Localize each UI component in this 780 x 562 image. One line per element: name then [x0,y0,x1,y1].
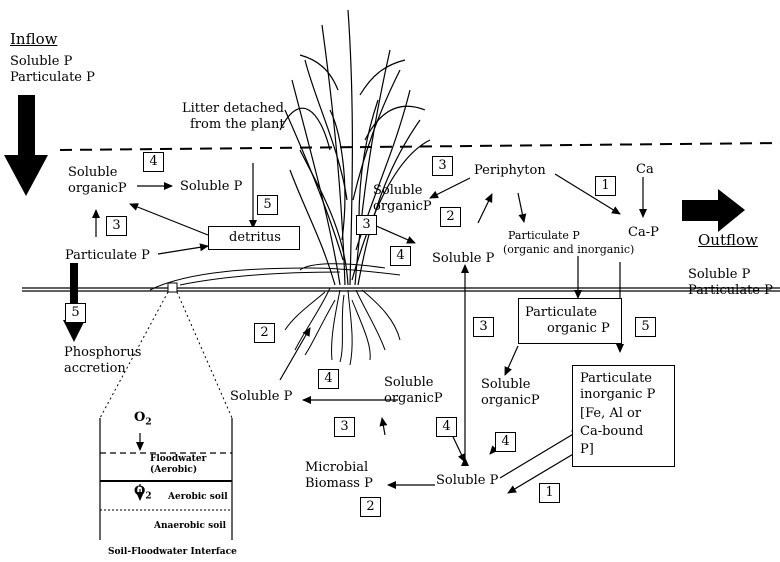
process-number-box: 1 [595,176,616,196]
process-number-box: 5 [635,317,656,337]
particulate-inorganic-line5: P] [580,442,594,457]
soluble-organic-soil-line2: organicP [384,391,443,406]
soluble-p-soil-label: Soluble P [230,389,293,404]
inset-o2-top: O2 [134,410,152,428]
soluble-p-water-label: Soluble P [432,251,495,266]
inset-floodwater-line2: (Aerobic) [150,465,198,475]
soil-floodwater-inset [99,418,233,540]
process-number-box: 3 [334,417,355,437]
process-number-box: 1 [539,483,560,503]
soluble-organic-right-line2: organicP [481,393,540,408]
process-number-box: 2 [440,207,461,227]
soluble-organic-soil-line1: Soluble [384,375,434,390]
particulate-p-label: Particulate P [65,248,150,263]
process-number-box: 5 [65,303,86,323]
accretion-arrow [63,263,85,342]
process-number-box: 4 [495,432,516,452]
inflow-heading: Inflow [10,30,58,48]
process-number-box: 2 [254,323,275,343]
litter-label-line2: from the plant [190,117,285,132]
outflow-item-soluble: Soluble P [688,267,751,282]
soluble-organic-label-line2: organicP [68,181,127,196]
inset-aerobic-soil: Aerobic soil [168,492,228,502]
litter-label-line1: Litter detached [182,101,284,116]
process-number-box: 2 [360,497,381,517]
particulate-inorganic-line4: Ca-bound [580,424,644,439]
phosphorus-accretion-line1: Phosphorus [64,345,142,360]
particulate-inorganic-line2: inorganic P [580,387,656,402]
process-number-box: 4 [143,152,164,172]
particulate-organic-line2: organic P [547,321,610,336]
detritus-box: detritus [208,226,300,250]
interface-marker [167,282,178,293]
periphyton-label: Periphyton [474,163,546,178]
outflow-item-particulate: Particulate P [688,283,773,298]
particulate-inorganic-line1: Particulate [580,371,652,386]
inset-floodwater-line1: Floodwater [150,454,207,464]
inflow-arrow [4,95,48,196]
particulate-organic-box: Particulate organic P [518,298,622,344]
process-number-box: 3 [356,215,377,235]
process-number-box: 3 [473,317,494,337]
microbial-biomass-line1: Microbial [305,460,369,475]
inflow-item-particulate: Particulate P [10,70,95,85]
roots-illustration [149,263,401,366]
particulate-p-periphyton-line1: Particulate P [508,229,580,242]
inset-o2-bottom: O2 [134,484,152,502]
ca-label: Ca [636,162,654,177]
particulate-organic-line1: Particulate [525,305,597,320]
process-number-box: 4 [436,417,457,437]
soluble-p-upper-label: Soluble P [180,179,243,194]
outflow-arrow [682,189,745,232]
soluble-organic-plant-line2: organicP [373,199,432,214]
process-number-box: 4 [390,246,411,266]
outflow-heading: Outflow [698,231,758,249]
particulate-inorganic-box: Particulate inorganic P [Fe, Al or Ca-bo… [572,365,675,467]
soluble-p-bottom-label: Soluble P [436,473,499,488]
soluble-organic-label-line1: Soluble [68,165,118,180]
inset-caption: Soil-Floodwater Interface [108,547,237,557]
process-number-box: 3 [106,216,127,236]
inset-anaerobic-soil: Anaerobic soil [154,521,227,531]
particulate-inorganic-line3: [Fe, Al or [580,406,642,421]
process-number-box: 4 [318,369,339,389]
soluble-organic-plant-line1: Soluble [373,183,423,198]
ca-p-label: Ca-P [628,225,659,240]
process-number-box: 5 [257,195,278,215]
particulate-p-periphyton-line2: (organic and inorganic) [503,243,635,256]
detritus-label: detritus [229,230,281,245]
soluble-organic-right-line1: Soluble [481,377,531,392]
inflow-item-soluble: Soluble P [10,54,73,69]
process-number-box: 3 [432,156,453,176]
microbial-biomass-line2: Biomass P [305,476,373,491]
phosphorus-accretion-line2: accretion [64,361,126,376]
